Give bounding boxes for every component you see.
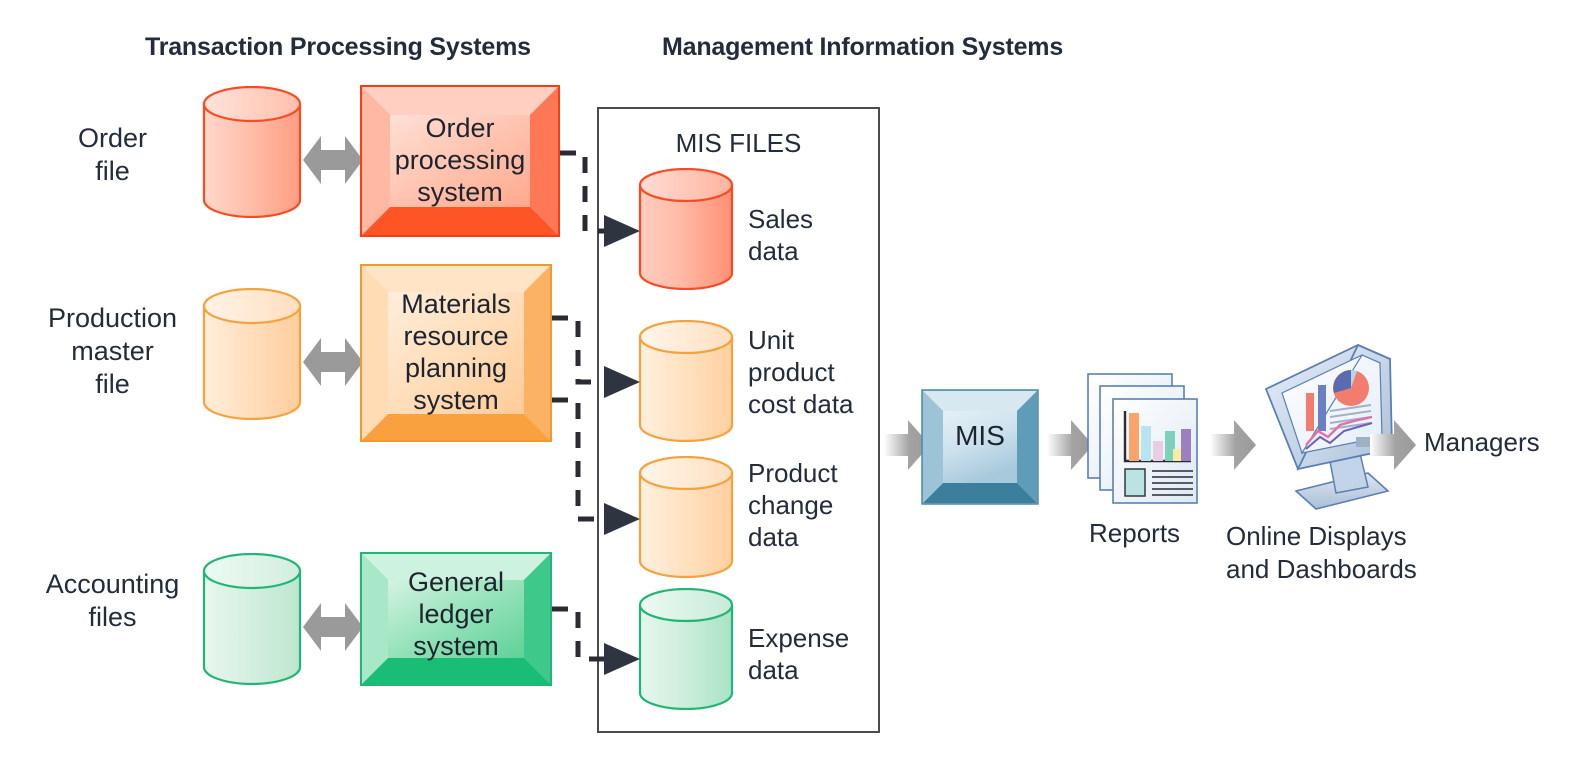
order-processing-system-box[interactable]: Order processing system bbox=[360, 85, 560, 237]
label-accounting-files: Accounting files bbox=[45, 569, 180, 632]
expense-data-label: Expense data bbox=[748, 623, 850, 685]
reports-label: Reports bbox=[1089, 518, 1181, 548]
online-displays-and-dashboards-label: Online Displays and Dashboards bbox=[1226, 521, 1417, 584]
expense-data-cylinder bbox=[638, 588, 734, 710]
flow-arrow-icon-2 bbox=[1047, 419, 1093, 476]
monitor-dashboard-icon bbox=[1258, 341, 1408, 518]
flow-arrow-icon-1 bbox=[884, 419, 930, 476]
flow-arrow-icon-3 bbox=[1210, 419, 1256, 476]
mis-files-title: MIS FILES bbox=[675, 128, 802, 158]
unit-product-cost-data-label: Unit product cost data bbox=[748, 325, 854, 419]
unit-product-cost-data-cylinder bbox=[638, 320, 734, 442]
label-order-file: Order file bbox=[77, 123, 148, 186]
bidirectional-arrow-icon-production bbox=[303, 330, 363, 399]
accounting-files-cylinder bbox=[202, 553, 302, 685]
heading-transaction-processing-systems: Transaction Processing Systems bbox=[145, 33, 531, 61]
bidirectional-arrow-icon-accounting bbox=[303, 595, 363, 664]
mis-box[interactable]: MIS bbox=[921, 389, 1039, 505]
order-file-cylinder bbox=[202, 86, 302, 218]
product-change-data-cylinder bbox=[638, 456, 734, 578]
flow-arrow-icon-4 bbox=[1370, 419, 1416, 476]
bidirectional-arrow-icon-order bbox=[303, 128, 363, 197]
general-ledger-system-box[interactable]: General ledger system bbox=[360, 552, 552, 686]
label-production-master-file: Production master file bbox=[47, 303, 178, 399]
sales-data-label: Sales data bbox=[748, 204, 814, 266]
product-change-data-label: Product change data bbox=[748, 458, 838, 552]
sales-data-cylinder bbox=[638, 168, 734, 290]
production-master-file-cylinder bbox=[202, 288, 302, 420]
managers-label: Managers bbox=[1424, 427, 1540, 457]
heading-management-information-systems: Management Information Systems bbox=[662, 33, 1064, 61]
reports-stack-icon bbox=[1087, 373, 1205, 513]
materials-resource-planning-system-box[interactable]: Materials resource planning system bbox=[360, 264, 552, 442]
